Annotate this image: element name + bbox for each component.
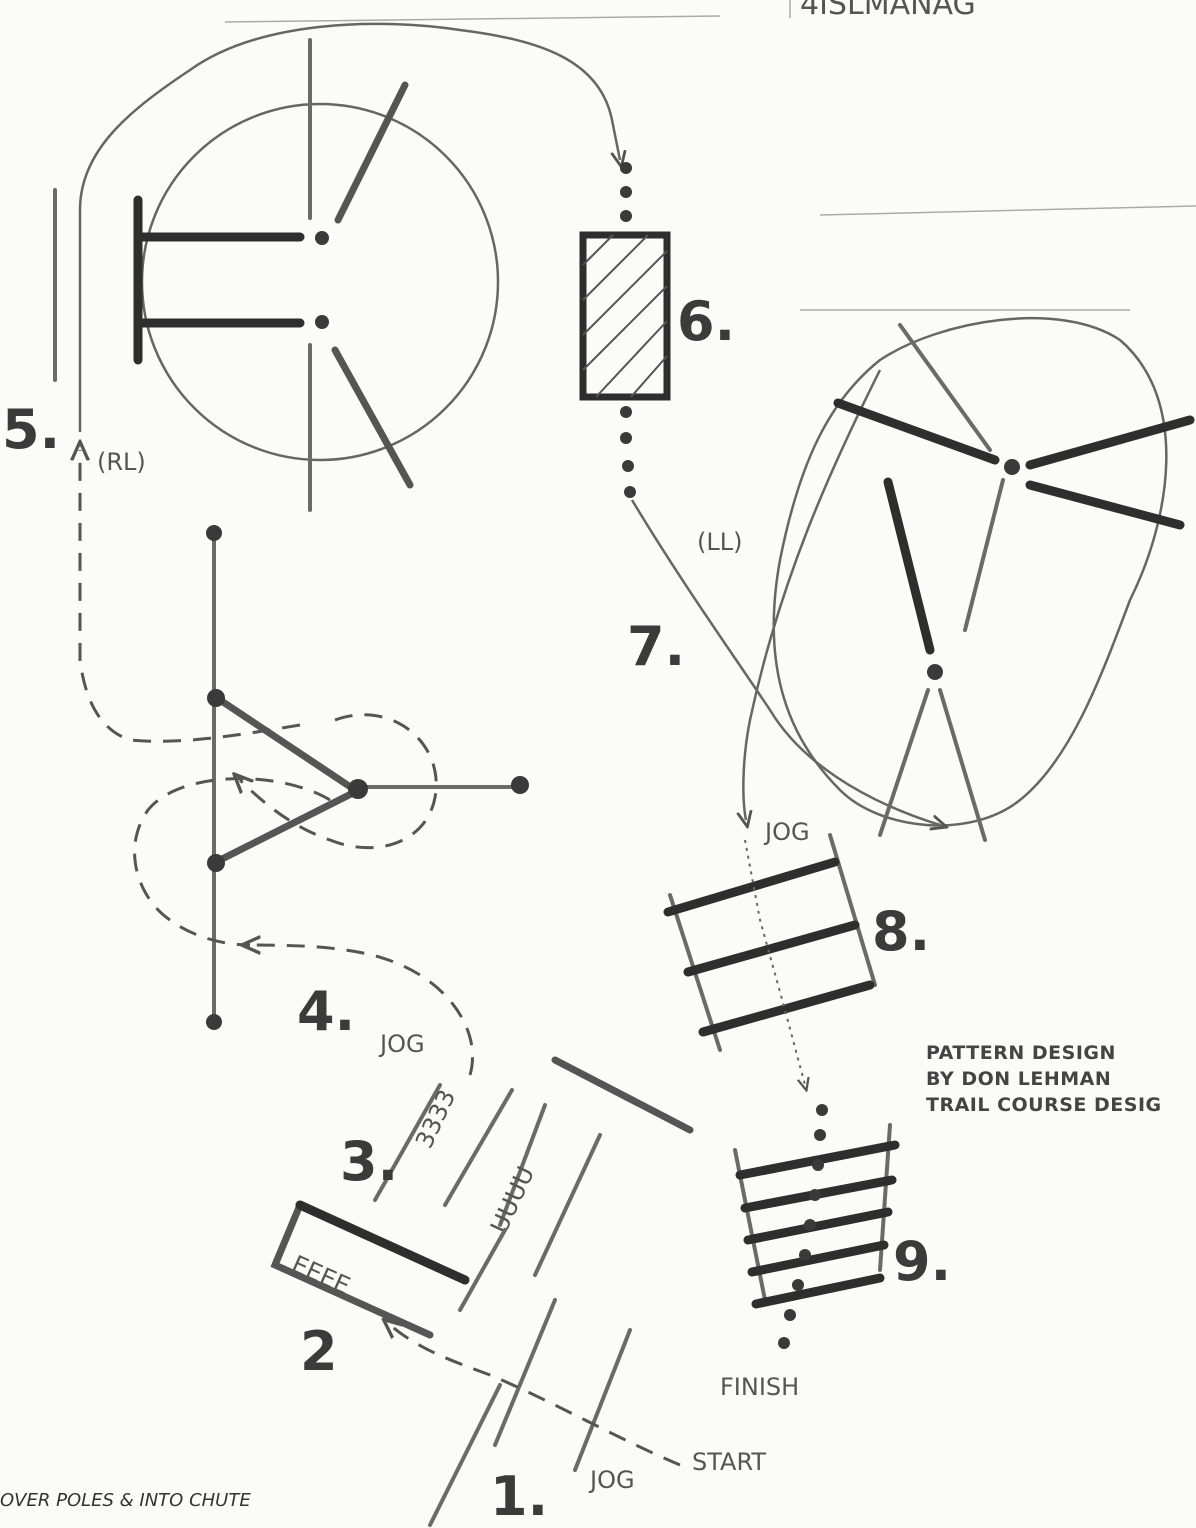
svg-text:UUUU: UUUU bbox=[485, 1162, 540, 1238]
credit-line-3: TRAIL COURSE DESIG bbox=[926, 1094, 1162, 1116]
label-jog-8: JOG bbox=[763, 818, 810, 846]
obstacle-8-poles bbox=[663, 833, 877, 1085]
obstacle-5-pole-diag-bottom bbox=[331, 346, 414, 489]
obstacle-number-6: 6. bbox=[677, 290, 735, 353]
obstacle-1-path bbox=[390, 1325, 681, 1467]
label-jog-start: JOG bbox=[588, 1466, 635, 1494]
label-start: START bbox=[692, 1448, 766, 1476]
obstacle-4-triangle bbox=[80, 450, 529, 1076]
label-finish: FINISH bbox=[720, 1373, 799, 1401]
obstacle-6-bridge bbox=[579, 162, 671, 498]
bridge-rect bbox=[579, 231, 671, 401]
credit-line-1: PATTERN DESIGN bbox=[926, 1042, 1116, 1064]
obstacle-number-5: 5. bbox=[2, 398, 60, 461]
svg-text:3333: 3333 bbox=[410, 1085, 461, 1152]
obstacle-7-path-approach bbox=[630, 499, 940, 825]
obstacle-number-9: 9. bbox=[893, 1230, 951, 1293]
obstacle-number-8: 8. bbox=[872, 900, 930, 963]
obstacle-7-path-exit bbox=[743, 369, 882, 820]
footnote: OVER POLES & INTO CHUTE bbox=[0, 1490, 251, 1511]
obstacle-5-circle bbox=[53, 22, 620, 512]
obstacle-5-path-circle bbox=[140, 102, 500, 462]
obstacle-5-marker-bottom bbox=[315, 315, 329, 329]
obstacle-5-pole-diag-top bbox=[334, 81, 409, 224]
obstacle-number-1: 1. bbox=[490, 1465, 548, 1528]
obstacle-7-oval bbox=[630, 317, 1195, 842]
credit-line-2: BY DON LEHMAN bbox=[926, 1068, 1112, 1090]
obstacle-5-path-outer bbox=[78, 22, 620, 432]
obstacle-4-path-upper-loop bbox=[240, 713, 438, 850]
obstacle-4-path-lower-loop bbox=[133, 777, 331, 947]
svg-text:EEEE: EEEE bbox=[288, 1250, 355, 1300]
obstacle-1-poles bbox=[390, 1298, 681, 1527]
obstacle-number-4: 4. bbox=[297, 980, 355, 1043]
obstacle-number-7: 7. bbox=[627, 615, 685, 678]
obstacle-number-2: 2 bbox=[300, 1320, 338, 1383]
label-jog-4: JOG bbox=[378, 1030, 425, 1058]
obstacle-3-chute: 3333 UUUU bbox=[373, 1056, 694, 1277]
obstacle-5-marker-top bbox=[315, 231, 329, 245]
obstacle-9-poles bbox=[733, 1104, 900, 1349]
obstacle-4-path-entry bbox=[250, 945, 475, 1076]
obstacle-7-path-oval bbox=[772, 317, 1168, 827]
label-lead-5: (RL) bbox=[97, 448, 146, 476]
obstacle-4-path-exit bbox=[80, 450, 301, 743]
header-fragment: 4ISLMANAG bbox=[800, 0, 976, 22]
obstacle-2-box: EEEE bbox=[270, 1200, 507, 1339]
label-lead-7: (LL) bbox=[697, 528, 742, 556]
obstacle-number-3: 3. bbox=[340, 1130, 398, 1193]
